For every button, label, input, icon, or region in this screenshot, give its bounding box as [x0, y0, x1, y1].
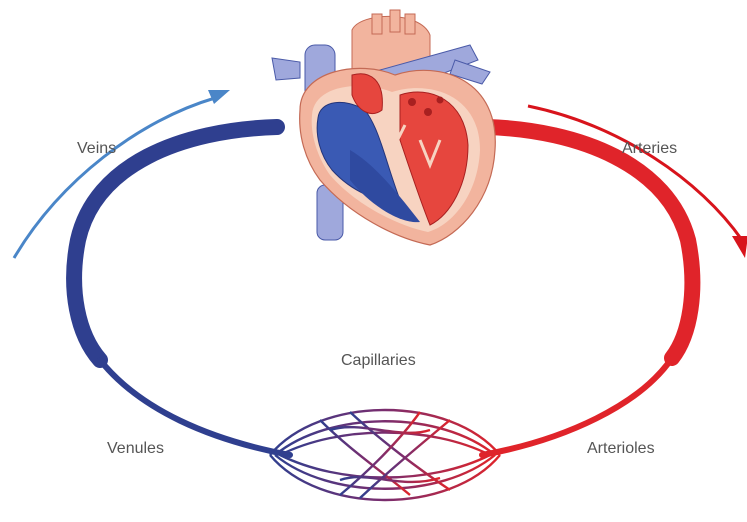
venules-label: Venules — [107, 440, 164, 458]
veins-label: Veins — [77, 140, 116, 158]
arterioles-label: Arterioles — [587, 440, 655, 458]
artery-loop — [482, 127, 692, 455]
capillary-bed — [270, 410, 500, 500]
arteries-label: Arteries — [622, 140, 677, 158]
heart-cross-section-icon — [272, 10, 495, 245]
capillaries-label: Capillaries — [341, 352, 416, 370]
vein-vessel — [74, 127, 277, 360]
vein-loop — [74, 127, 290, 455]
